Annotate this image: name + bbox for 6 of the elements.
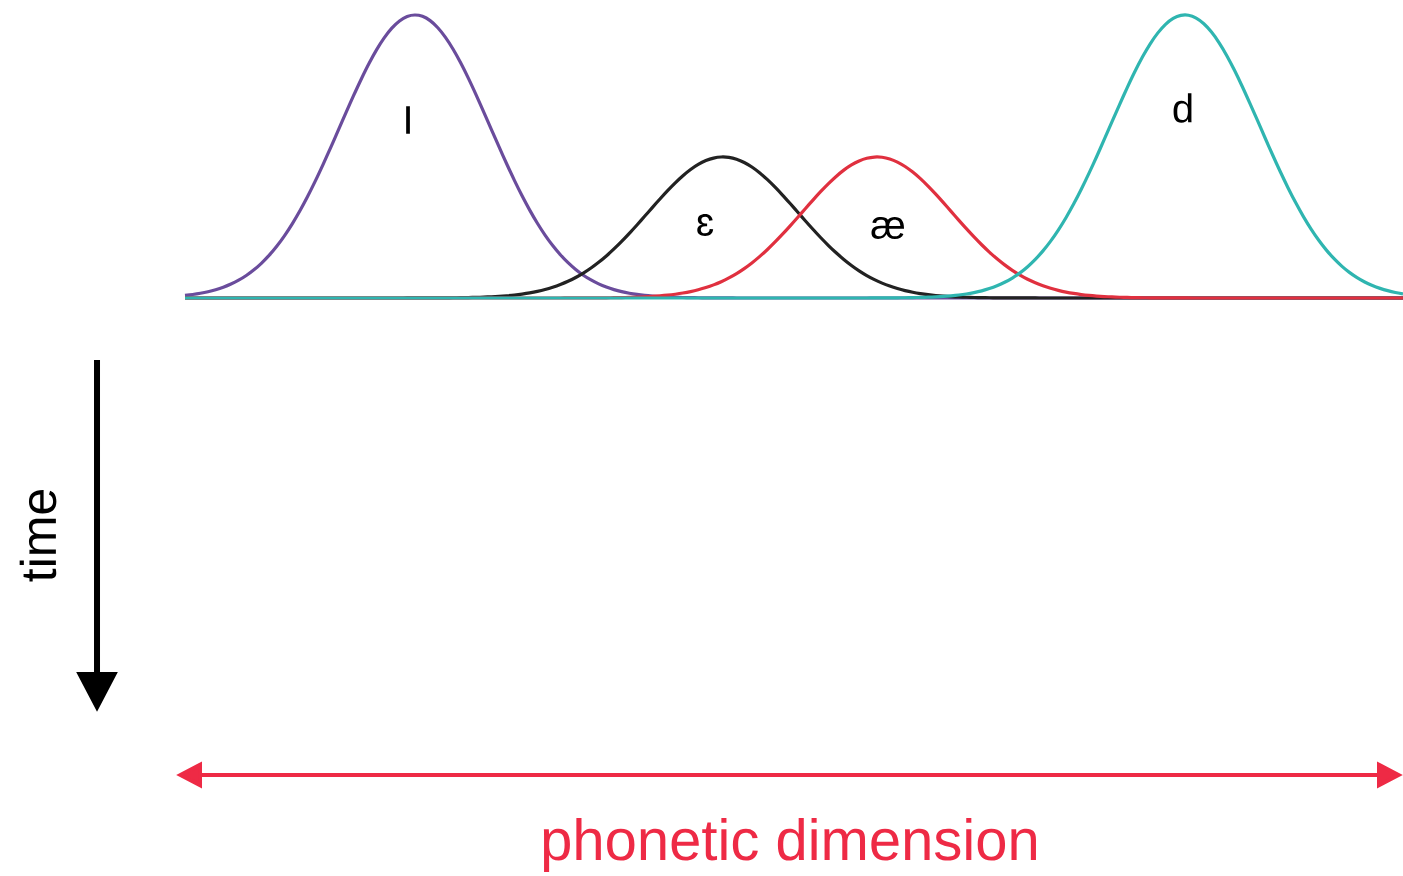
curve-label: æ (871, 217, 904, 239)
curve-label: d (1173, 93, 1192, 123)
curve-label: ɛ (697, 214, 714, 236)
curve-label: I (406, 106, 410, 134)
axis-label: time (19, 490, 57, 582)
axis-label: phonetic dimension (543, 817, 1036, 873)
